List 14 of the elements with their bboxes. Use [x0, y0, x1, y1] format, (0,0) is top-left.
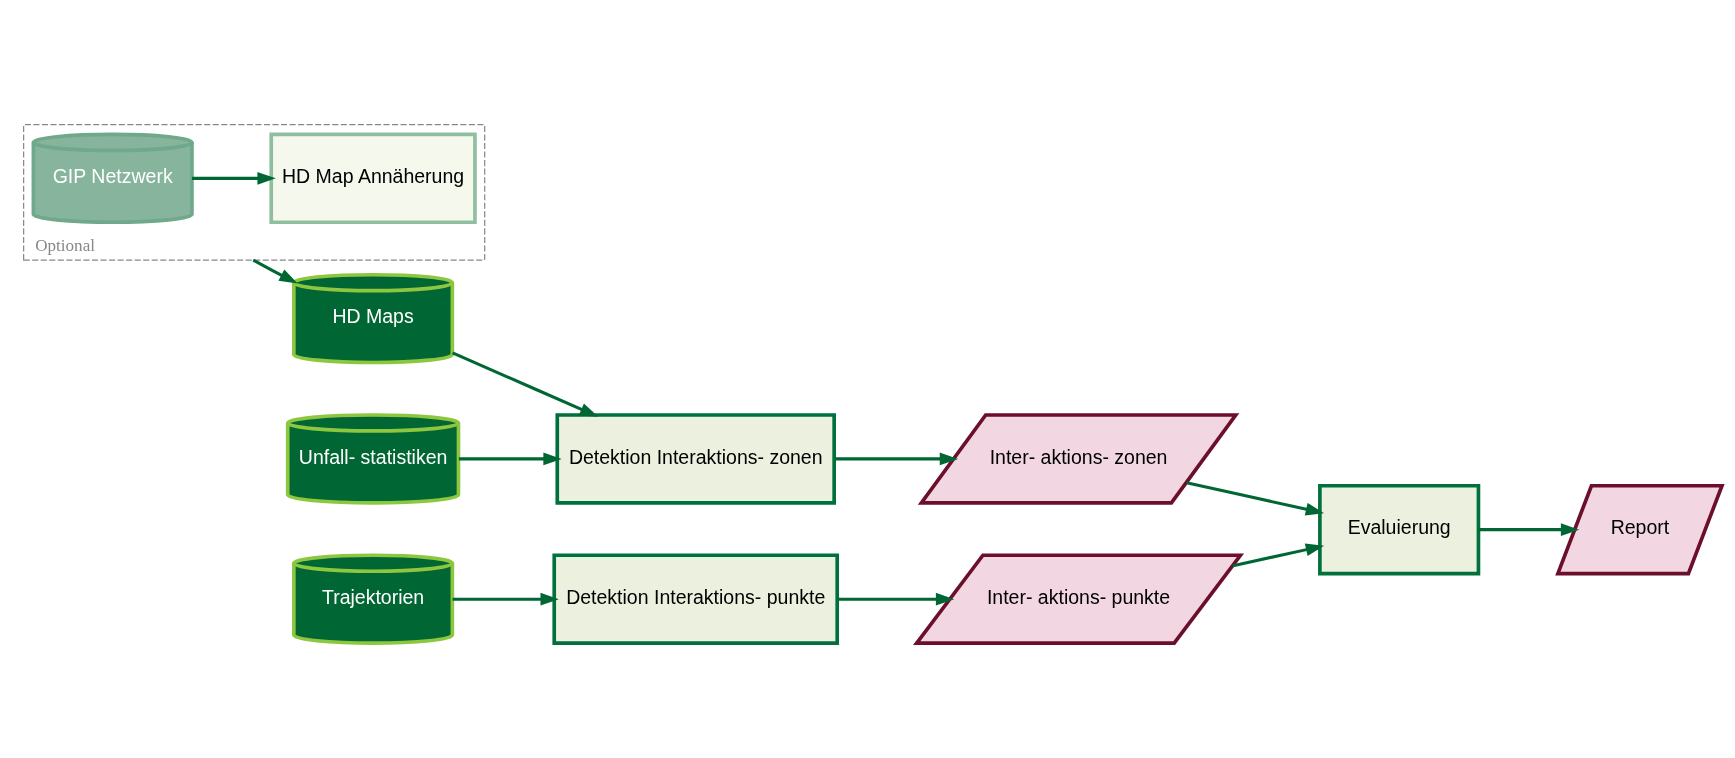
node-box: Detektion Interaktions- zonen [554, 413, 836, 505]
arrow [833, 452, 958, 466]
arrow [191, 171, 276, 185]
arrow [251, 258, 298, 284]
arrow [837, 592, 954, 606]
arrow [1231, 543, 1324, 568]
arrow [451, 351, 598, 417]
arrow [1478, 523, 1579, 537]
node-box: Detektion Interaktions- punkte [551, 553, 839, 645]
arrow [452, 592, 559, 606]
node-box: Evaluierung [1317, 483, 1480, 576]
node-box: HD Map Annäherung [268, 132, 477, 225]
arrow [458, 452, 562, 466]
arrow [1185, 481, 1324, 516]
